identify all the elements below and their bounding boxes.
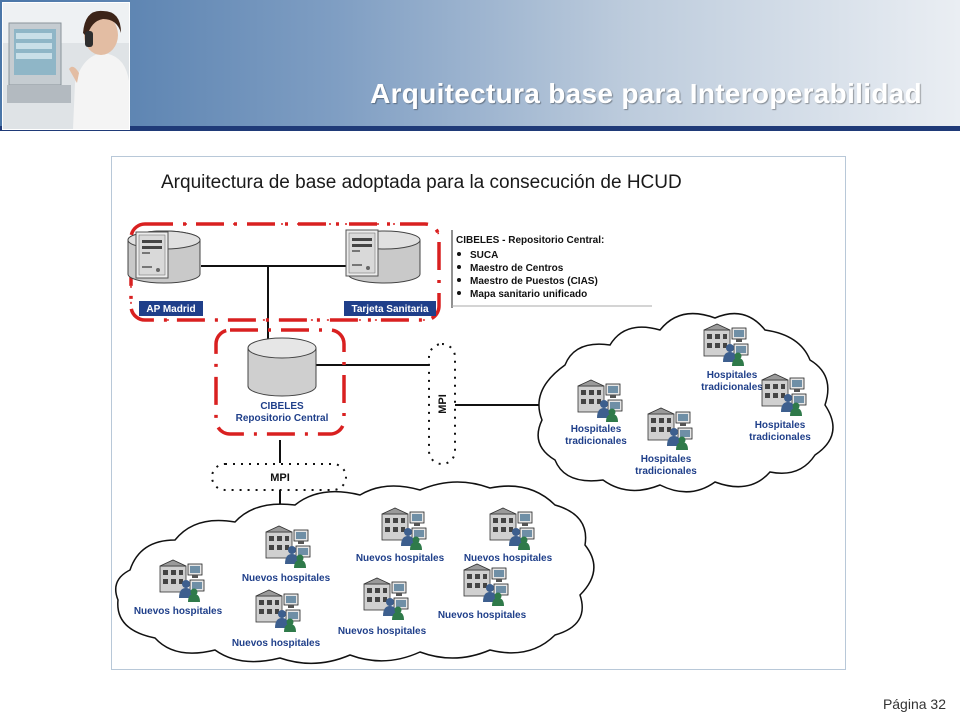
svg-text:tradicionales: tradicionales: [701, 382, 763, 393]
new-hospital-node: Nuevos hospitales: [338, 577, 427, 637]
svg-text:Nuevos hospitales: Nuevos hospitales: [356, 553, 445, 564]
svg-text:tradicionales: tradicionales: [565, 436, 627, 447]
svg-text:Nuevos hospitales: Nuevos hospitales: [134, 606, 223, 617]
traditional-hospital-node: Hospitales tradicionales: [749, 373, 811, 443]
svg-text:Hospitales: Hospitales: [641, 454, 692, 465]
mpi-horizontal-label: MPI: [270, 472, 290, 484]
traditional-hospitals-cloud: [537, 312, 834, 493]
traditional-hospital-node: Hospitales tradicionales: [701, 323, 763, 393]
svg-text:Hospitales: Hospitales: [707, 370, 758, 381]
central-repo-item: Mapa sanitario unificado: [470, 289, 587, 300]
page-number: Página 32: [882, 696, 946, 712]
header-divider: [0, 126, 960, 131]
new-hospital-node: Nuevos hospitales: [242, 525, 331, 584]
central-repo-item: SUCA: [470, 250, 498, 261]
repository-group-outline: [214, 328, 346, 436]
new-hospital-node: Nuevos hospitales: [464, 507, 553, 564]
repositorio-central-label: Repositorio Central: [236, 413, 329, 424]
central-repo-item: Maestro de Puestos (CIAS): [470, 276, 598, 287]
new-hospitals-cloud: [115, 481, 595, 665]
ap-madrid-label-bg: [139, 301, 203, 316]
cibeles-label: CIBELES: [260, 401, 304, 412]
ap-madrid-label: AP Madrid: [146, 304, 195, 315]
central-repo-title: CIBELES - Repositorio Central:: [456, 235, 604, 246]
diagram-caption: Arquitectura de base adoptada para la co…: [161, 172, 682, 193]
header-photo: [2, 2, 130, 130]
mpi-vertical-bus: [428, 343, 456, 465]
svg-text:Nuevos hospitales: Nuevos hospitales: [232, 638, 321, 649]
mpi-horizontal-bus: [211, 463, 347, 491]
central-repo-list: SUCA Maestro de Centros Maestro de Puest…: [457, 250, 598, 300]
slide-title: Arquitectura base para Interoperabilidad: [370, 78, 922, 109]
ap-madrid-server: [127, 230, 201, 284]
new-hospital-node: Nuevos hospitales: [134, 559, 223, 617]
mpi-vertical-label: MPI: [437, 394, 449, 414]
tarjeta-sanitaria-label-bg: [344, 301, 436, 316]
svg-text:tradicionales: tradicionales: [749, 432, 811, 443]
svg-text:Nuevos hospitales: Nuevos hospitales: [464, 553, 553, 564]
cibeles-repository-icon: [247, 337, 317, 397]
traditional-hospital-node: Hospitales tradicionales: [635, 407, 697, 477]
svg-text:tradicionales: tradicionales: [635, 466, 697, 477]
tarjeta-sanitaria-label: Tarjeta Sanitaria: [351, 304, 429, 315]
svg-text:Nuevos hospitales: Nuevos hospitales: [438, 610, 527, 621]
tarjeta-sanitaria-server: [345, 229, 421, 284]
new-hospital-node: Nuevos hospitales: [356, 507, 445, 564]
traditional-hospital-node: Hospitales tradicionales: [565, 379, 627, 447]
svg-text:Hospitales: Hospitales: [755, 420, 806, 431]
svg-text:Nuevos hospitales: Nuevos hospitales: [242, 573, 331, 584]
svg-text:Hospitales: Hospitales: [571, 424, 622, 435]
new-hospital-node: Nuevos hospitales: [438, 563, 527, 621]
central-repo-item: Maestro de Centros: [470, 263, 564, 274]
new-hospital-node: Nuevos hospitales: [232, 589, 321, 649]
svg-text:Nuevos hospitales: Nuevos hospitales: [338, 626, 427, 637]
header-bar: [0, 0, 960, 128]
